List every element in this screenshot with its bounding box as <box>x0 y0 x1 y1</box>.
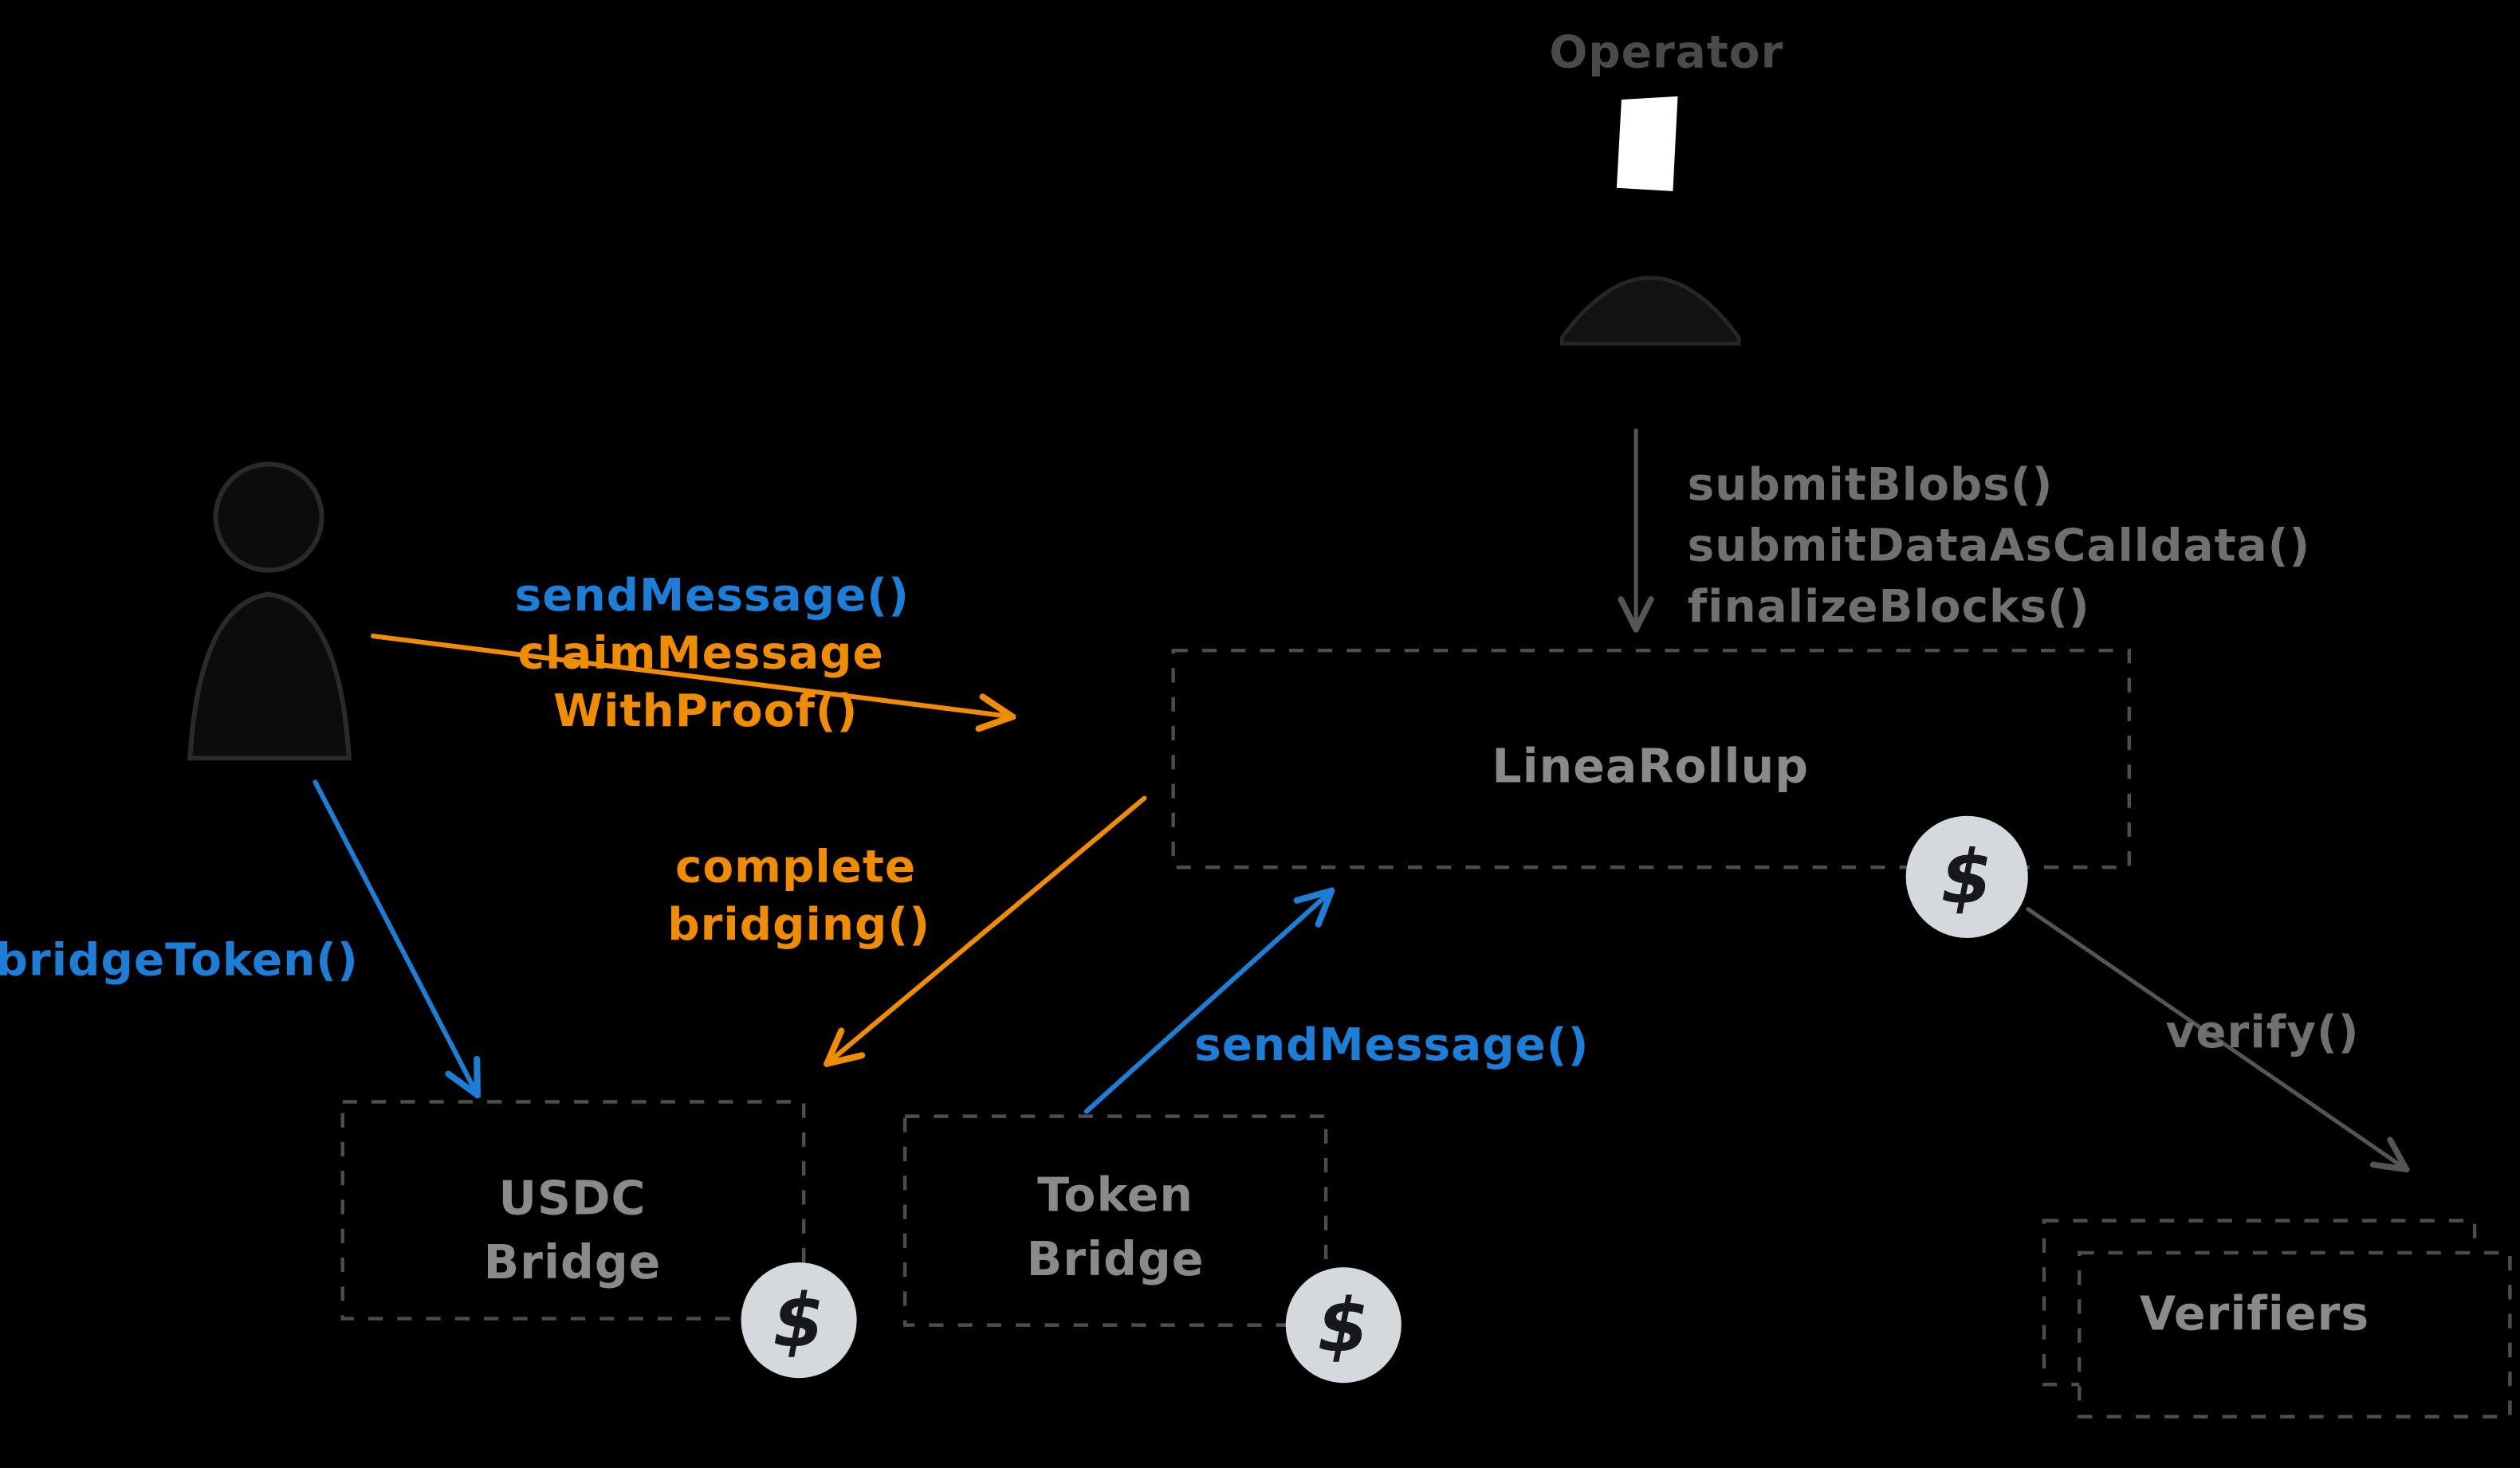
claim-message-line2: WithProof() <box>553 685 859 737</box>
edge-linearollup-to-bridges <box>829 795 1147 1062</box>
linea-rollup-node: LineaRollup <box>1171 648 2132 869</box>
verifiers-label: Verifiers <box>2140 1287 2369 1341</box>
user-body-shape <box>187 591 352 761</box>
linea-rollup-box <box>1171 648 2132 869</box>
token-bridge-box <box>902 1114 1328 1327</box>
claim-message-line1: claimMessage <box>518 627 884 679</box>
send-message-token-label: sendMessage() <box>1194 1019 1589 1071</box>
usdc-bridge-coin: $ <box>741 1262 857 1379</box>
user-person-icon <box>187 461 352 761</box>
verify-label: verify() <box>2166 1007 2360 1058</box>
send-message-user-label: sendMessage() <box>515 570 910 622</box>
complete-bridging-line1: complete <box>675 841 916 893</box>
complete-bridging-line2: bridging() <box>667 899 930 951</box>
submit-data-as-calldata-label: submitDataAsCalldata() <box>1688 520 2311 571</box>
edge-linearollup-to-verifiers <box>2026 907 2404 1168</box>
edge-user-to-linearollup <box>371 634 1009 716</box>
usdc-bridge-label-line2: Bridge <box>484 1235 662 1289</box>
operator-node: Operator <box>1549 27 1783 346</box>
bridge-token-label: bridgeToken() <box>0 934 359 986</box>
token-bridge-label-line1: Token <box>1037 1168 1193 1223</box>
coin-circle <box>1905 815 2028 938</box>
token-bridge-coin: $ <box>1285 1267 1402 1384</box>
edge-tokenbridge-to-linearollup <box>1083 893 1329 1114</box>
operator-torso-highlight <box>1616 96 1678 191</box>
usdc-bridge-label-line1: USDC <box>498 1172 646 1226</box>
finalize-blocks-label: finalizeBlocks() <box>1688 581 2090 633</box>
token-bridge-label-line2: Bridge <box>1027 1232 1205 1286</box>
coin-circle <box>741 1262 857 1379</box>
complete-bridging-label: complete bridging() <box>667 841 930 951</box>
user-head-shape <box>213 461 324 573</box>
operator-body-shape <box>1559 276 1741 346</box>
verifiers-node: Verifiers <box>2042 1219 2512 1419</box>
dollar-icon: $ <box>1318 1282 1370 1368</box>
linea-rollup-label: LineaRollup <box>1492 739 1809 793</box>
operator-person-icon <box>1559 96 1741 346</box>
coin-circle <box>1285 1267 1402 1384</box>
operator-calls-label: submitBlobs() submitDataAsCalldata() fin… <box>1688 459 2311 633</box>
submit-blobs-label: submitBlobs() <box>1688 459 2054 511</box>
dollar-icon: $ <box>1940 834 1993 920</box>
operator-label: Operator <box>1549 27 1783 79</box>
verifiers-box-front <box>2078 1250 2512 1419</box>
token-bridge-node: Token Bridge <box>902 1114 1328 1327</box>
linea-rollup-coin: $ <box>1905 815 2028 938</box>
claim-message-label: claimMessage WithProof() <box>518 627 884 737</box>
dollar-icon: $ <box>773 1278 825 1364</box>
edge-user-to-usdcbridge <box>313 779 476 1092</box>
usdc-bridge-node: USDC Bridge <box>340 1100 806 1321</box>
usdc-bridge-box <box>340 1100 806 1321</box>
